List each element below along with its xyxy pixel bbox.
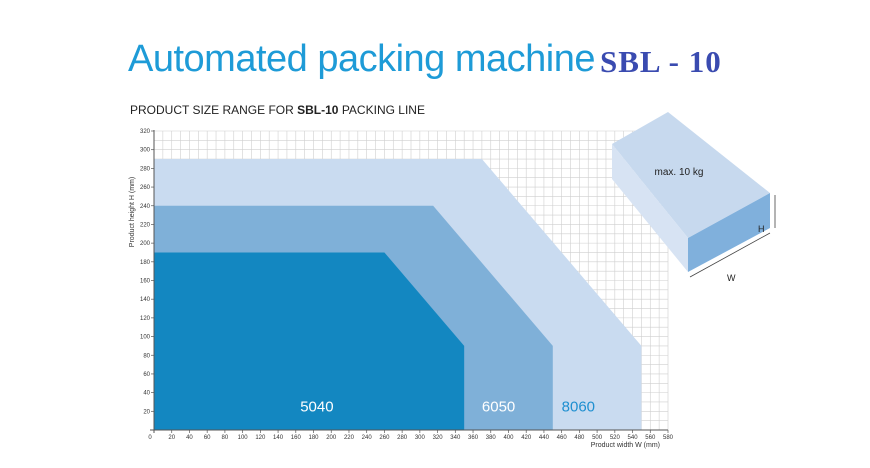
x-tick-label: 580 <box>663 435 674 441</box>
x-tick-label: 240 <box>362 435 373 441</box>
areas <box>154 159 642 430</box>
x-tick-label: 500 <box>592 435 603 441</box>
subtitle-suffix: PACKING LINE <box>338 103 425 117</box>
x-axis-label: Product width W (mm) <box>591 442 660 449</box>
x-tick-label: 420 <box>521 435 532 441</box>
weight-label: max. 10 kg <box>655 167 704 178</box>
y-tick-label: 180 <box>140 260 151 266</box>
w-dimension-line <box>689 232 771 278</box>
x-tick-label: 440 <box>539 435 550 441</box>
x-tick-label: 460 <box>557 435 568 441</box>
y-tick-label: 260 <box>140 185 151 191</box>
x-tick-label: 40 <box>186 435 193 441</box>
box-left-face <box>612 144 688 272</box>
y-tick-label: 280 <box>140 166 151 172</box>
y-tick-label: 20 <box>143 409 150 415</box>
x-tick-label: 220 <box>344 435 355 441</box>
x-tick-label: 100 <box>238 435 249 441</box>
x-tick-label: 360 <box>468 435 479 441</box>
y-tick-label: 240 <box>140 204 151 210</box>
y-tick-label: 80 <box>143 353 150 359</box>
x-tick-label: 540 <box>628 435 639 441</box>
series-label-5040: 5040 <box>300 398 333 415</box>
height-label: H <box>758 224 765 234</box>
chart-subtitle: PRODUCT SIZE RANGE FOR SBL-10 PACKING LI… <box>130 103 425 117</box>
y-axis-label: Product height H (mm) <box>129 177 136 247</box>
x-tick-label: 120 <box>255 435 266 441</box>
box-right-face <box>688 193 770 272</box>
x-tick-label: 260 <box>379 435 390 441</box>
ticks: 0 20 40 60 80 100 120 140 160 180 200 220 240 260 280 3… <box>140 129 674 441</box>
subtitle-model: SBL-10 <box>297 103 339 117</box>
x-tick-label: 160 <box>291 435 302 441</box>
x-tick-label: 140 <box>273 435 284 441</box>
x-tick-label: 560 <box>645 435 656 441</box>
y-tick-label: 140 <box>140 297 151 303</box>
model-name: SBL - 10 <box>600 44 722 79</box>
page-title: Automated packing machine <box>128 38 596 80</box>
product-box-illustration: max. 10 kg H W <box>612 112 776 283</box>
x-tick-label: 520 <box>610 435 621 441</box>
y-tick-label: 120 <box>140 316 151 322</box>
x-tick-label: 380 <box>486 435 497 441</box>
subtitle-prefix: PRODUCT SIZE RANGE FOR <box>130 103 298 117</box>
series-labels: 8060 6050 5040 <box>300 398 595 415</box>
x-tick-label: 480 <box>574 435 585 441</box>
x-tick-label: 0 <box>148 435 152 441</box>
y-tick-label: 320 <box>140 129 151 135</box>
axes: Product height H (mm) Product width W (m… <box>129 130 668 449</box>
area-5040 <box>154 252 465 430</box>
x-tick-label: 280 <box>397 435 408 441</box>
y-tick-label: 220 <box>140 222 151 228</box>
x-tick-label: 400 <box>503 435 514 441</box>
series-label-6050: 6050 <box>482 398 515 415</box>
x-tick-label: 300 <box>415 435 426 441</box>
x-tick-label: 200 <box>326 435 337 441</box>
series-label-8060: 8060 <box>562 398 595 415</box>
y-tick-label: 100 <box>140 335 151 341</box>
x-tick-label: 320 <box>433 435 444 441</box>
y-tick-label: 300 <box>140 148 151 154</box>
x-tick-label: 20 <box>168 435 175 441</box>
box-top-face <box>612 112 770 238</box>
x-tick-label: 60 <box>204 435 211 441</box>
y-tick-label: 40 <box>143 391 150 397</box>
x-tick-label: 80 <box>222 435 229 441</box>
x-tick-label: 180 <box>309 435 320 441</box>
y-tick-label: 160 <box>140 279 151 285</box>
y-tick-label: 60 <box>143 372 150 378</box>
x-tick-label: 340 <box>450 435 461 441</box>
width-label: W <box>727 273 736 283</box>
y-tick-label: 200 <box>140 241 151 247</box>
